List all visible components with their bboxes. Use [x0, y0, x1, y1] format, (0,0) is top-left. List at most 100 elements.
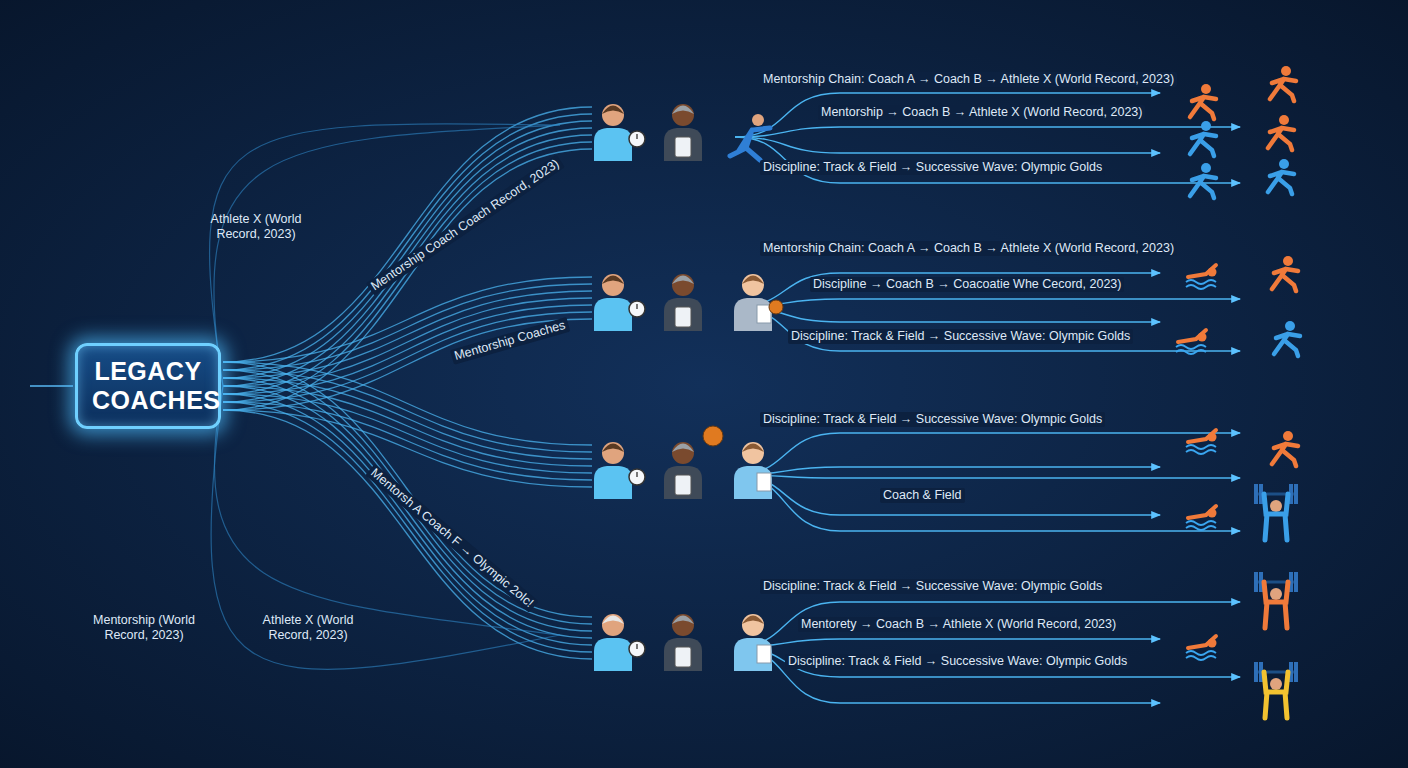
fan-line	[223, 135, 592, 394]
stopwatch-hand	[636, 304, 637, 309]
fan-line	[223, 394, 592, 645]
head	[602, 614, 624, 636]
fan-lines	[30, 107, 592, 669]
fan-line	[223, 410, 592, 659]
hair	[602, 276, 624, 285]
athlete-swimmer	[1186, 265, 1217, 289]
athlete-swimmer	[1186, 430, 1217, 454]
basketball	[769, 300, 783, 314]
flow-label: Mentorship (World Record, 2023)	[82, 613, 206, 643]
body	[664, 298, 702, 331]
body	[1274, 334, 1300, 356]
head	[1281, 66, 1291, 76]
head	[602, 274, 624, 296]
body	[734, 638, 772, 671]
head	[1201, 84, 1211, 94]
flow-label: Discipline: Track & Field → Successive W…	[785, 654, 1130, 669]
fan-strand	[214, 386, 560, 635]
athlete-swimmer	[1186, 506, 1217, 530]
output-arrow	[735, 475, 1160, 515]
coach-icon	[664, 104, 702, 161]
output-arrow	[735, 433, 1240, 475]
hair	[602, 444, 624, 453]
output-arrow	[735, 127, 1240, 137]
coach-icon	[594, 104, 645, 161]
stopwatch-hand	[636, 644, 637, 649]
head	[1201, 121, 1211, 131]
body	[1190, 176, 1216, 198]
fan-line	[223, 370, 592, 624]
athlete-runner	[1274, 321, 1300, 356]
hair	[742, 616, 764, 625]
athlete-swimmer	[1186, 636, 1217, 660]
stopwatch	[629, 131, 645, 147]
athlete-icons	[1176, 66, 1300, 718]
stopwatch	[629, 469, 645, 485]
flow-label: Discipline: Track & Field → Successive W…	[760, 412, 1105, 427]
stopwatch-hand	[636, 134, 637, 139]
athlete-lifter	[1254, 572, 1298, 628]
clipboard	[675, 137, 691, 157]
root-box: LEGACY COACHES	[75, 343, 221, 429]
plate	[1294, 572, 1298, 592]
stopwatch-hand	[636, 472, 637, 477]
output-arrow	[735, 93, 1160, 137]
fan-line	[223, 121, 592, 378]
body	[1188, 265, 1216, 277]
body	[1264, 672, 1288, 718]
runner	[730, 128, 770, 160]
hair	[742, 276, 764, 285]
hair	[672, 276, 694, 285]
athlete-lifter	[1254, 662, 1298, 718]
head	[602, 442, 624, 464]
water	[1186, 651, 1216, 655]
flow-label: Discipline: Track & Field → Successive W…	[788, 329, 1133, 344]
athlete-swimmer	[1176, 330, 1207, 354]
water	[1186, 285, 1216, 289]
head	[742, 614, 764, 636]
body	[1272, 269, 1298, 291]
athlete-runner	[1270, 66, 1296, 101]
head	[672, 274, 694, 296]
runner-head	[752, 114, 764, 126]
body	[594, 298, 632, 331]
body	[1188, 430, 1216, 442]
output-arrow	[735, 602, 1240, 647]
body	[664, 128, 702, 161]
water	[1186, 526, 1216, 530]
body	[1264, 582, 1288, 628]
plate	[1294, 484, 1298, 504]
flow-label: Athlete X (World Record, 2023)	[188, 212, 324, 242]
coach-icon	[664, 614, 702, 671]
head	[1201, 163, 1211, 173]
coach-icon	[664, 442, 702, 499]
fan-line	[223, 362, 592, 617]
output-arrow	[735, 273, 1160, 307]
output-arrow	[735, 639, 1160, 647]
stopwatch	[629, 301, 645, 317]
fan-line	[223, 386, 592, 466]
body	[1178, 330, 1206, 342]
athlete-runner	[1190, 163, 1216, 198]
output-arrow	[735, 137, 1240, 183]
output-arrow	[735, 299, 1240, 307]
athlete-lifter	[1254, 484, 1298, 540]
flow-label: Mentorship Chain: Coach A → Coach B → At…	[760, 72, 1177, 87]
head	[672, 104, 694, 126]
body	[1264, 494, 1288, 540]
plate	[1254, 484, 1258, 504]
body	[1268, 172, 1294, 194]
water	[1176, 345, 1206, 349]
flow-label: Discipline: Track & Field → Successive W…	[760, 160, 1105, 175]
output-arrow	[735, 307, 1160, 322]
head	[1270, 678, 1282, 690]
body	[594, 638, 632, 671]
fan-line	[223, 394, 592, 473]
flow-label: Mentorship Chain: Coach A → Coach B → At…	[760, 241, 1177, 256]
water	[1186, 280, 1216, 284]
plate	[1254, 662, 1258, 682]
glow-line	[30, 385, 73, 387]
fan-line	[223, 142, 592, 402]
output-arrow	[735, 467, 1160, 475]
flow-label: Mentorship → Coach B → Athlete X (World …	[818, 105, 1145, 120]
